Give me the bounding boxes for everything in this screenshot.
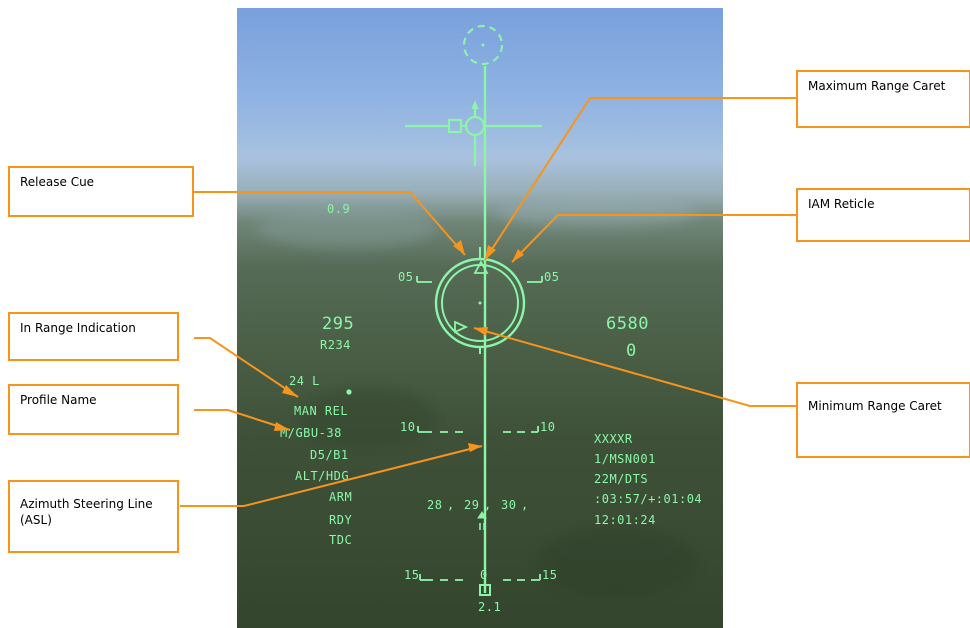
pitch-05-right-label: 05: [544, 270, 560, 284]
range-readout: R234: [320, 338, 351, 352]
callout-asl: Azimuth Steering Line (ASL): [8, 480, 179, 553]
callout-label: Profile Name: [20, 393, 97, 407]
callout-label: In Range Indication: [20, 321, 136, 335]
pitch-15-left-label: 15: [404, 568, 420, 582]
hud-scene: 0.9 05 05 295 R234 6580 0 24 L MAN REL M…: [237, 8, 723, 628]
left-block-line: ALT/HDG: [295, 469, 350, 483]
pitch-05-left-label: 05: [398, 270, 414, 284]
callout-iam-reticle: IAM Reticle: [796, 188, 970, 242]
altitude-readout: 6580: [606, 314, 649, 334]
fpm-circle: [464, 115, 486, 137]
right-block-line: XXXXR: [594, 432, 633, 446]
right-block-line: 22M/DTS: [594, 472, 649, 486]
right-block-line: 1/MSN001: [594, 452, 656, 466]
heading-tape-label: 30: [501, 498, 517, 512]
bottom-value: 2.1: [478, 600, 502, 614]
altitude-sub-readout: 0: [626, 341, 637, 361]
left-block-line: 24 L: [289, 374, 320, 388]
arm-status: ARM: [329, 490, 353, 504]
dashed-target-circle: [462, 24, 504, 66]
pitch-10-left-label: 10: [400, 420, 416, 434]
callout-label: Maximum Range Caret: [808, 79, 946, 93]
tdc-status: TDC: [329, 533, 353, 547]
fpm-box: [447, 118, 463, 134]
hud-symbology: [346, 24, 543, 596]
callout-max-range: Maximum Range Caret: [796, 70, 970, 128]
callout-min-range: Minimum Range Caret: [796, 382, 970, 458]
right-block-line: 12:01:24: [594, 513, 656, 527]
callout-profile-name: Profile Name: [8, 384, 179, 435]
ready-status: RDY: [329, 513, 353, 527]
right-block-line: :03:57/+:01:04: [594, 492, 703, 506]
pitch-15-right-label: 15: [542, 568, 558, 582]
left-block-line: D5/B1: [310, 448, 349, 462]
callout-label: IAM Reticle: [808, 197, 875, 211]
hud-top-value: 0.9: [327, 202, 351, 216]
callout-label: Azimuth Steering Line (ASL): [20, 497, 153, 527]
profile-name: M/GBU-38: [280, 426, 342, 440]
callout-label: Minimum Range Caret: [808, 399, 942, 413]
pitch-0-label: 0: [480, 568, 488, 582]
min-range-caret: [454, 320, 469, 334]
callout-label: Release Cue: [20, 175, 95, 189]
heading-tape-label: 29: [464, 498, 480, 512]
pitch-10-right-label: 10: [540, 420, 556, 434]
airspeed-readout: 295: [322, 314, 355, 334]
heading-tape-sep: ,: [447, 498, 455, 512]
heading-tape-sep: ,: [484, 498, 492, 512]
max-range-caret: [473, 260, 489, 274]
callout-release-cue: Release Cue: [8, 166, 194, 217]
heading-tape-label: 28: [427, 498, 443, 512]
profile-release-mode: MAN REL: [294, 404, 349, 418]
callout-in-range: In Range Indication: [8, 312, 179, 361]
bottom-target-box: [479, 584, 491, 596]
heading-tape-sep: ,: [521, 498, 529, 512]
